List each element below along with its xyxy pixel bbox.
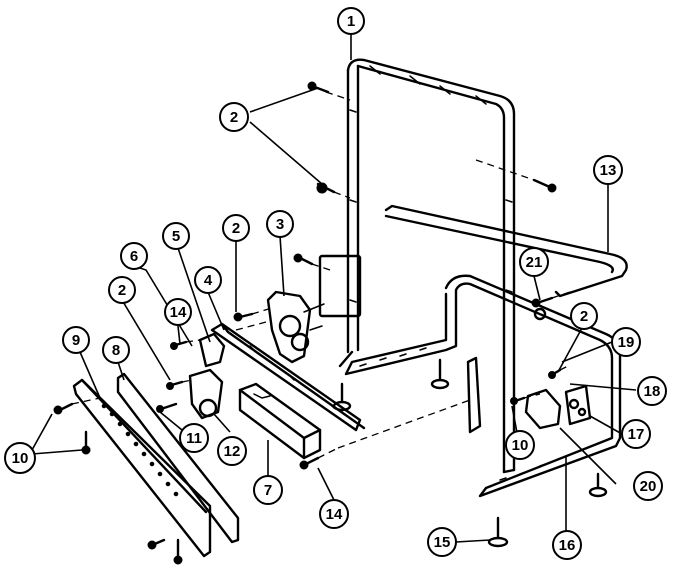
callout-10a-label: 10 — [12, 450, 29, 467]
callout-14a-label: 14 — [170, 304, 187, 321]
callout-11: 11 — [179, 423, 209, 453]
callout-16-label: 16 — [559, 537, 576, 554]
callout-12-label: 12 — [224, 443, 241, 460]
callout-10a: 10 — [4, 442, 36, 474]
callout-2b-label: 2 — [232, 220, 240, 237]
callout-18-label: 18 — [644, 383, 661, 400]
callout-13-label: 13 — [600, 162, 617, 179]
toe-panel-part — [72, 372, 240, 558]
callout-9-label: 9 — [72, 332, 80, 349]
small-switch-parts — [188, 332, 226, 420]
callout-3-label: 3 — [276, 216, 284, 233]
callout-10b: 10 — [505, 430, 535, 460]
callout-13: 13 — [593, 155, 623, 185]
alignment-lines — [71, 91, 571, 459]
callout-15: 15 — [427, 527, 457, 557]
callout-11-label: 11 — [186, 430, 202, 447]
callout-2a-label: 2 — [230, 109, 238, 126]
callout-18: 18 — [637, 376, 667, 406]
callout-20-label: 20 — [640, 478, 657, 495]
callout-2b: 2 — [222, 214, 250, 242]
lower-tube-frame-part — [344, 274, 622, 498]
callout-21-label: 21 — [526, 254, 543, 271]
callout-7-label: 7 — [264, 482, 272, 499]
callout-1-label: 1 — [347, 13, 355, 30]
callout-3: 3 — [266, 210, 294, 238]
callout-6: 6 — [120, 242, 148, 270]
callout-2d-label: 2 — [580, 308, 588, 325]
callout-1: 1 — [337, 7, 365, 35]
switch-housing-part — [238, 382, 322, 460]
callout-12: 12 — [217, 436, 247, 466]
callout-8-label: 8 — [112, 342, 120, 359]
callout-14b: 14 — [319, 499, 349, 529]
support-rod-part — [384, 204, 628, 298]
callout-9: 9 — [62, 326, 90, 354]
callout-2a: 2 — [219, 102, 249, 132]
callout-8: 8 — [102, 336, 130, 364]
callout-2d: 2 — [570, 302, 598, 330]
callout-19-label: 19 — [618, 334, 635, 351]
callout-5-label: 5 — [172, 228, 180, 245]
callout-14a: 14 — [164, 298, 192, 326]
long-rail-part — [210, 322, 366, 432]
callout-7: 7 — [253, 475, 283, 505]
callout-15-label: 15 — [434, 534, 451, 551]
callout-4-label: 4 — [204, 272, 213, 289]
callout-16: 16 — [552, 530, 582, 560]
callout-6-label: 6 — [130, 248, 138, 265]
callout-19: 19 — [611, 327, 641, 357]
right-bracket-parts — [524, 384, 592, 430]
callout-21: 21 — [519, 247, 549, 277]
callout-4: 4 — [194, 266, 222, 294]
callout-14b-label: 14 — [326, 506, 343, 523]
callout-2c: 2 — [108, 276, 136, 304]
callout-2c-label: 2 — [118, 282, 126, 299]
callout-20: 20 — [633, 471, 663, 501]
callout-5: 5 — [162, 222, 190, 250]
callout-17-label: 17 — [628, 426, 645, 443]
callout-10b-label: 10 — [512, 437, 529, 454]
callout-17: 17 — [621, 419, 651, 449]
leader-lines — [31, 34, 637, 543]
door-frame-part — [338, 58, 516, 474]
